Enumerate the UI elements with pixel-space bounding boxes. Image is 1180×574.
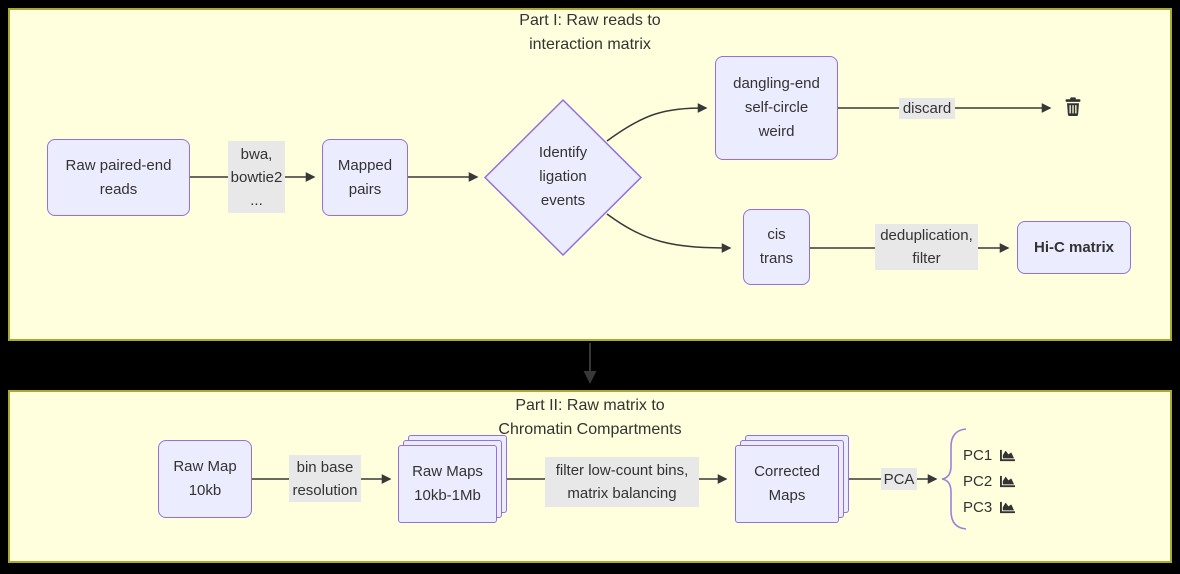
part1-title: Part I: Raw reads to interaction matrix <box>519 12 661 53</box>
edge-identify-to-cistrans <box>606 213 732 253</box>
trash-icon <box>1064 97 1082 117</box>
pc2-row: PC2 <box>963 470 1016 492</box>
node-raw-maps-stack: Raw Maps 10kb-1Mb <box>398 435 507 523</box>
edge-label-pca: PCA <box>881 468 917 490</box>
node-corrected-maps-label: Corrected Maps <box>735 445 839 523</box>
pc1-row: PC1 <box>963 444 1016 466</box>
brace-icon <box>941 428 967 530</box>
node-raw-maps-label: Raw Maps 10kb-1Mb <box>398 445 497 523</box>
edge-label-dedup-filter: deduplication, filter <box>875 224 978 270</box>
node-mapped-pairs: Mapped pairs <box>322 139 408 216</box>
area-chart-icon <box>999 474 1016 489</box>
node-raw-map-10kb: Raw Map 10kb <box>158 440 252 518</box>
edge-label-discard: discard <box>899 98 955 119</box>
node-raw-paired-end-reads: Raw paired-end reads <box>47 139 190 216</box>
pc3-row: PC3 <box>963 496 1016 518</box>
identify-ligation-diamond <box>483 98 643 257</box>
node-corrected-maps-stack: Corrected Maps <box>735 435 849 523</box>
node-hic-matrix: Hi-C matrix <box>1017 221 1131 274</box>
area-chart-icon <box>999 500 1016 515</box>
node-identify-ligation-events: Identify ligation events <box>538 144 588 209</box>
pc3-label: PC3 <box>963 498 993 516</box>
part2-title: Part II: Raw matrix to Chromatin Compart… <box>498 397 682 438</box>
pc2-label: PC2 <box>963 472 993 490</box>
area-chart-icon <box>999 448 1016 463</box>
edge-label-bin-resolution: bin base resolution <box>289 455 361 502</box>
edge-identify-to-dangling <box>606 103 708 142</box>
pc1-label: PC1 <box>963 446 993 464</box>
edge-label-aligners: bwa, bowtie2 ... <box>228 141 285 213</box>
node-cis-trans: cis trans <box>743 209 810 285</box>
edge-label-filter-balancing: filter low-count bins, matrix balancing <box>545 457 699 507</box>
node-dangling-selfcircle-weird: dangling-end self-circle weird <box>715 56 838 160</box>
pc-output-list: PC1 PC2 PC3 <box>963 444 1016 518</box>
